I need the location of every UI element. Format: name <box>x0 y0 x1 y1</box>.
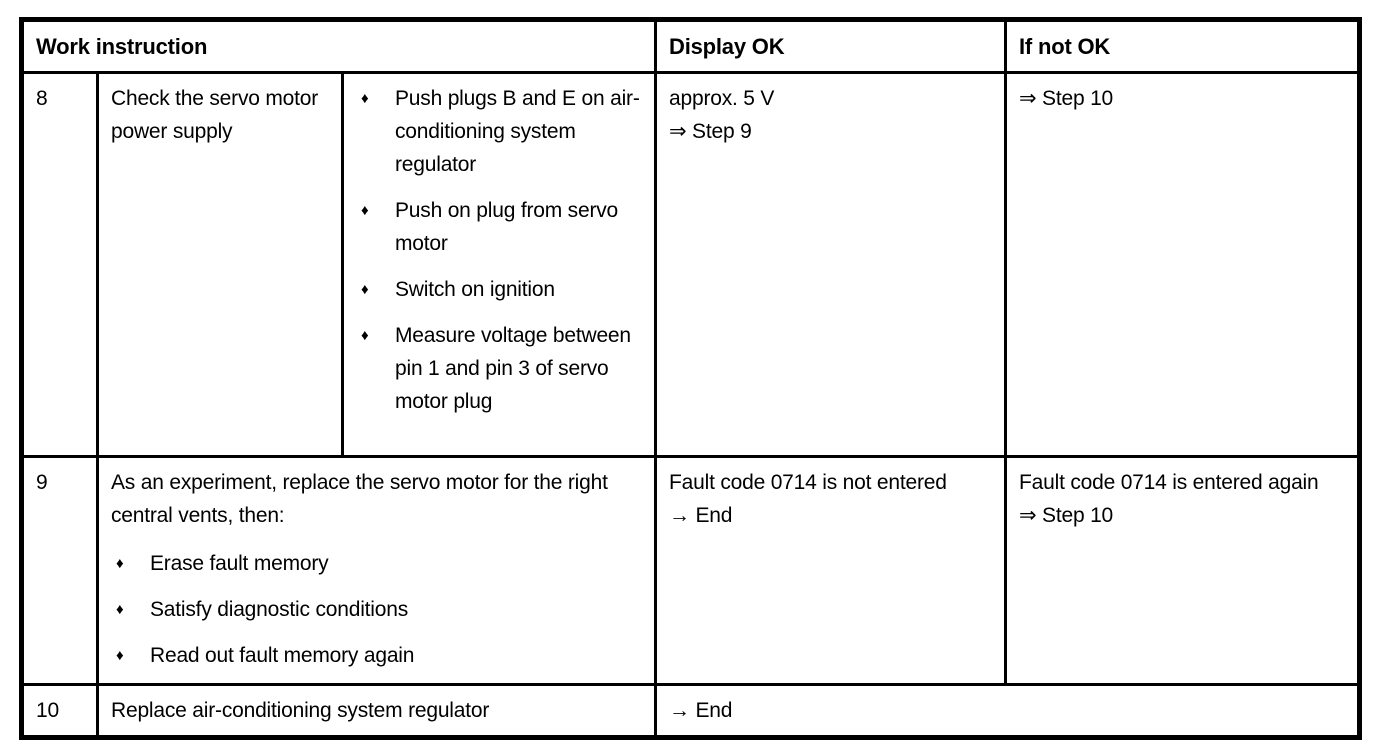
action-text: Push plugs B and E on air-conditioning s… <box>395 87 640 176</box>
if-not-ok-step-ref: ⇒ Step 10 <box>1019 87 1114 110</box>
diamond-bullet-icon: ♦ <box>116 647 124 664</box>
if-not-ok-cell: ⇒ Step 10 <box>1004 71 1362 458</box>
action-text: Erase fault memory <box>150 552 329 575</box>
if-not-ok-value: Fault code 0714 is entered again <box>1019 471 1319 494</box>
table-header-row: Work instruction Display OK If not OK <box>19 18 1362 74</box>
header-work-instruction: Work instruction <box>19 18 658 74</box>
task-description: As an experiment, replace the servo moto… <box>95 455 658 686</box>
step-number: 8 <box>20 71 99 458</box>
diagnostic-table: Work instruction Display OK If not OK 8 … <box>19 17 1363 740</box>
task-description: Replace air-conditioning system regulato… <box>95 683 658 739</box>
display-ok-end-ref: → End <box>669 504 733 527</box>
header-if-not-ok: If not OK <box>1004 18 1362 74</box>
action-text: Read out fault memory again <box>150 644 415 667</box>
table-row-step-8: 8 Check the servo motor power sup­ply ♦ … <box>20 71 1362 458</box>
action-text: Switch on ignition <box>395 278 555 301</box>
step-number: 9 <box>20 455 99 686</box>
step-number: 10 <box>20 683 99 739</box>
diamond-bullet-icon: ♦ <box>116 555 124 572</box>
action-list: ♦ Push plugs B and E on air-conditioning… <box>340 71 658 458</box>
if-not-ok-step-ref: ⇒ Step 10 <box>1019 504 1114 527</box>
task-intro-text: As an experiment, replace the servo moto… <box>111 471 608 527</box>
list-item: ♦ Satisfy diagnostic conditions <box>111 593 642 626</box>
action-text: Satisfy diagnostic conditions <box>150 598 409 621</box>
list-item: ♦ Erase fault memory <box>111 547 642 580</box>
list-item: ♦ Push on plug from servo motor <box>356 194 642 260</box>
display-ok-value: Fault code 0714 is not entered <box>669 471 947 494</box>
list-item: ♦ Read out fault memory again <box>111 639 642 672</box>
diamond-bullet-icon: ♦ <box>361 90 369 107</box>
diamond-bullet-icon: ♦ <box>116 601 124 618</box>
list-item: ♦ Push plugs B and E on air-conditioning… <box>356 82 642 181</box>
table-row-step-10: 10 Replace air-conditioning system regul… <box>20 683 1362 739</box>
result-cell: → End <box>654 683 1362 739</box>
diamond-bullet-icon: ♦ <box>361 281 369 298</box>
task-description: Check the servo motor power sup­ply <box>96 71 344 458</box>
display-ok-value: approx. 5 V <box>669 87 775 110</box>
diamond-bullet-icon: ♦ <box>361 202 369 219</box>
if-not-ok-cell: Fault code 0714 is entered again ⇒ Step … <box>1004 455 1362 686</box>
header-display-ok: Display OK <box>654 18 1008 74</box>
display-ok-step-ref: ⇒ Step 9 <box>669 120 752 143</box>
display-ok-cell: Fault code 0714 is not entered → End <box>654 455 1008 686</box>
table-row-step-9: 9 As an experiment, replace the servo mo… <box>20 455 1362 686</box>
list-item: ♦ Switch on ignition <box>356 273 642 306</box>
action-text: Measure voltage between pin 1 and pin 3 … <box>395 324 631 413</box>
list-item: ♦ Measure voltage between pin 1 and pin … <box>356 319 642 418</box>
display-ok-cell: approx. 5 V ⇒ Step 9 <box>654 71 1008 458</box>
diamond-bullet-icon: ♦ <box>361 327 369 344</box>
action-text: Push on plug from servo motor <box>395 199 619 255</box>
